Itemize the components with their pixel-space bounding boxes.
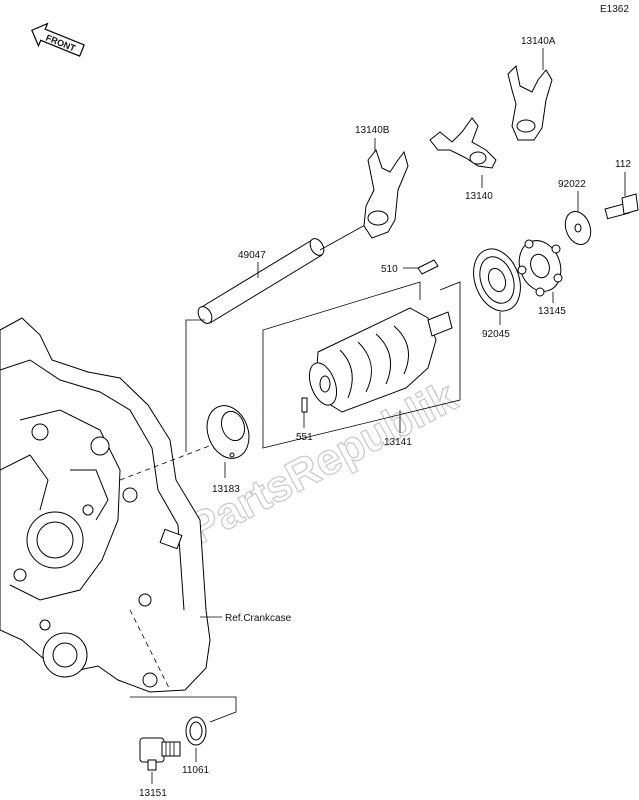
diagram-code: E1362	[600, 4, 629, 15]
part-13183-label: 13183	[212, 484, 240, 495]
crankcase	[0, 317, 211, 693]
part-13151-label: 13151	[139, 788, 167, 799]
part-11061-label: 11061	[182, 765, 210, 776]
shift-fork-13140a	[507, 64, 553, 141]
washer-92022	[564, 211, 592, 245]
part-112-label: 112	[615, 159, 631, 170]
front-arrow-icon: FRONT	[31, 22, 85, 57]
part-13140-label: 13140	[465, 191, 493, 202]
shift-fork-13140	[429, 117, 497, 169]
part-92045-label: 92045	[482, 329, 510, 340]
part-551-label: 551	[296, 432, 313, 443]
plate-13183	[206, 405, 250, 459]
ref-crankcase-label: Ref.Crankcase	[225, 613, 292, 624]
part-92022-label: 92022	[558, 179, 586, 190]
neutral-switch-13151	[139, 737, 181, 771]
key-510	[417, 259, 439, 275]
bearing-92045	[473, 248, 521, 312]
pin-551	[301, 397, 308, 413]
shift-fork-13140b	[363, 148, 409, 239]
bolt-112	[604, 193, 639, 220]
part-13141-label: 13141	[384, 437, 412, 448]
part-13145-label: 13145	[538, 306, 566, 317]
shift-drum-13141	[308, 307, 453, 413]
shift-cam-13145	[517, 239, 563, 297]
gasket-11061	[185, 716, 207, 746]
part-13140a-label: 13140A	[521, 36, 556, 47]
part-510-label: 510	[381, 264, 398, 275]
part-49047-label: 49047	[238, 250, 266, 261]
part-13140b-label: 13140B	[355, 125, 390, 136]
shift-rod	[197, 238, 325, 324]
